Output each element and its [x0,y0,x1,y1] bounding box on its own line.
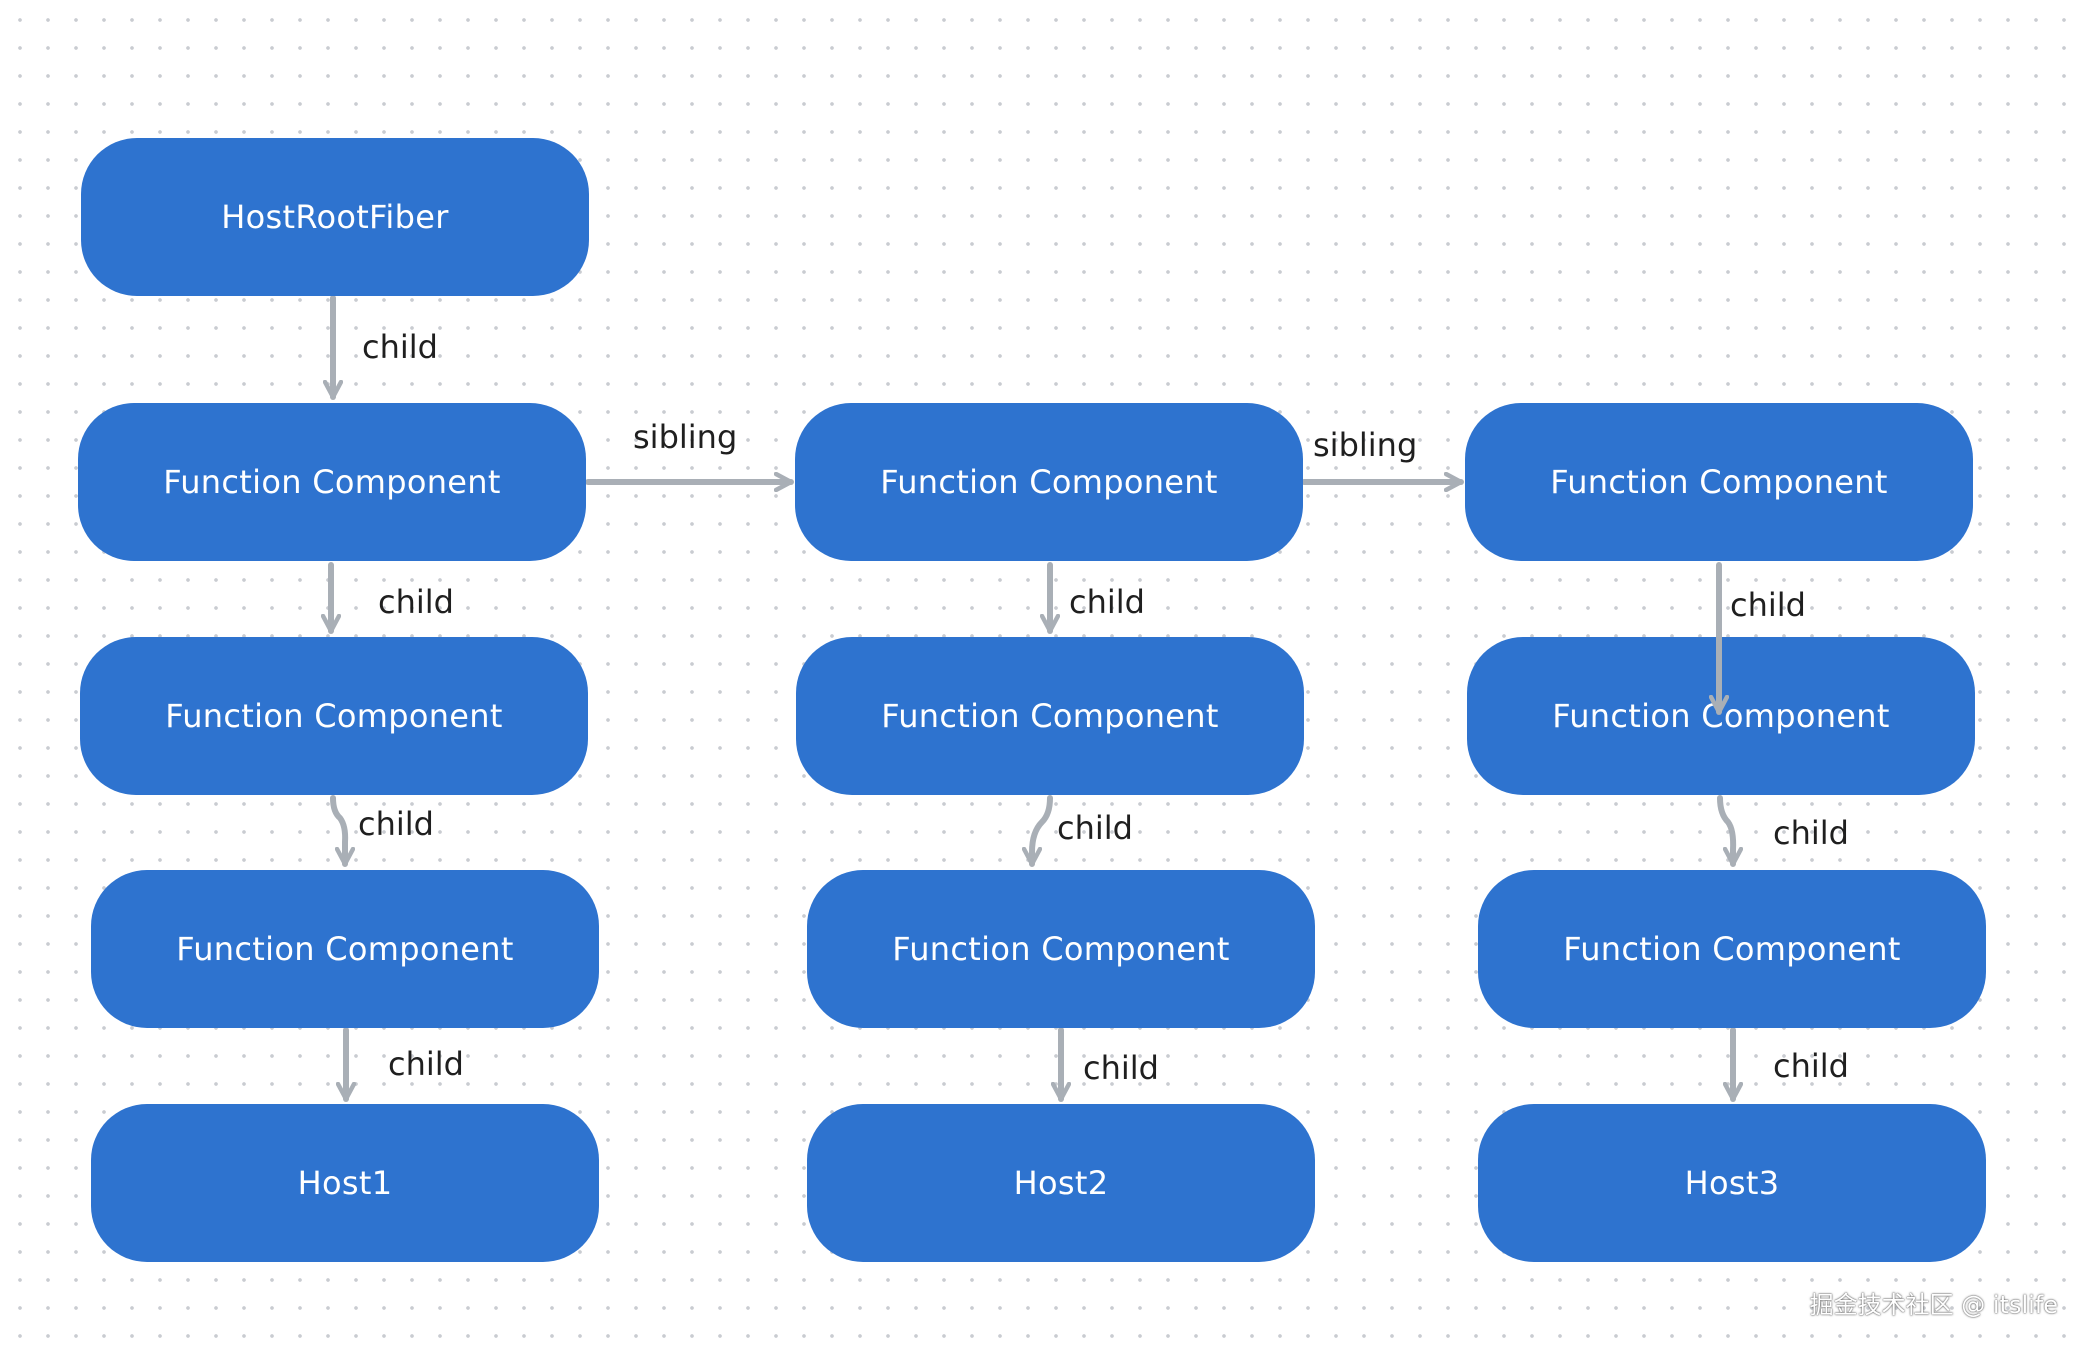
label-child-c2-2: child [1057,809,1133,847]
label-child-c3-3: child [1773,1047,1849,1085]
label-child-c3-2: child [1773,814,1849,852]
node-column2-function-component-2: Function Component [796,637,1304,795]
label-child-c2-1: child [1069,583,1145,621]
node-column2-function-component-1: Function Component [795,403,1303,561]
label-sibling-1: sibling [633,418,738,456]
edge-c1-fc2-to-c1-fc3 [330,795,345,867]
node-column3-function-component-3: Function Component [1478,870,1986,1028]
label-child-c1-1: child [378,583,454,621]
label-child-c3-1: child [1730,586,1806,624]
edge-c3-fc2-to-c3-fc3 [1717,795,1733,867]
watermark-text: 掘金技术社区 @ itslife [1809,1291,2058,1319]
node-host-root-fiber: HostRootFiber [81,138,589,296]
node-host3: Host3 [1478,1104,1986,1262]
node-host2: Host2 [807,1104,1315,1262]
node-column1-function-component-2: Function Component [80,637,588,795]
node-host1: Host1 [91,1104,599,1262]
node-column1-function-component-1: Function Component [78,403,586,561]
node-column1-function-component-3: Function Component [91,870,599,1028]
node-column2-function-component-3: Function Component [807,870,1315,1028]
node-column3-function-component-1: Function Component [1465,403,1973,561]
label-sibling-2: sibling [1313,426,1418,464]
label-child-c1-3: child [388,1045,464,1083]
label-child-c2-3: child [1083,1049,1159,1087]
node-column3-function-component-2: Function Component [1467,637,1975,795]
label-child-c1-2: child [358,805,434,843]
edge-c2-fc2-to-c2-fc3 [1032,795,1053,867]
label-child-root: child [362,328,438,366]
